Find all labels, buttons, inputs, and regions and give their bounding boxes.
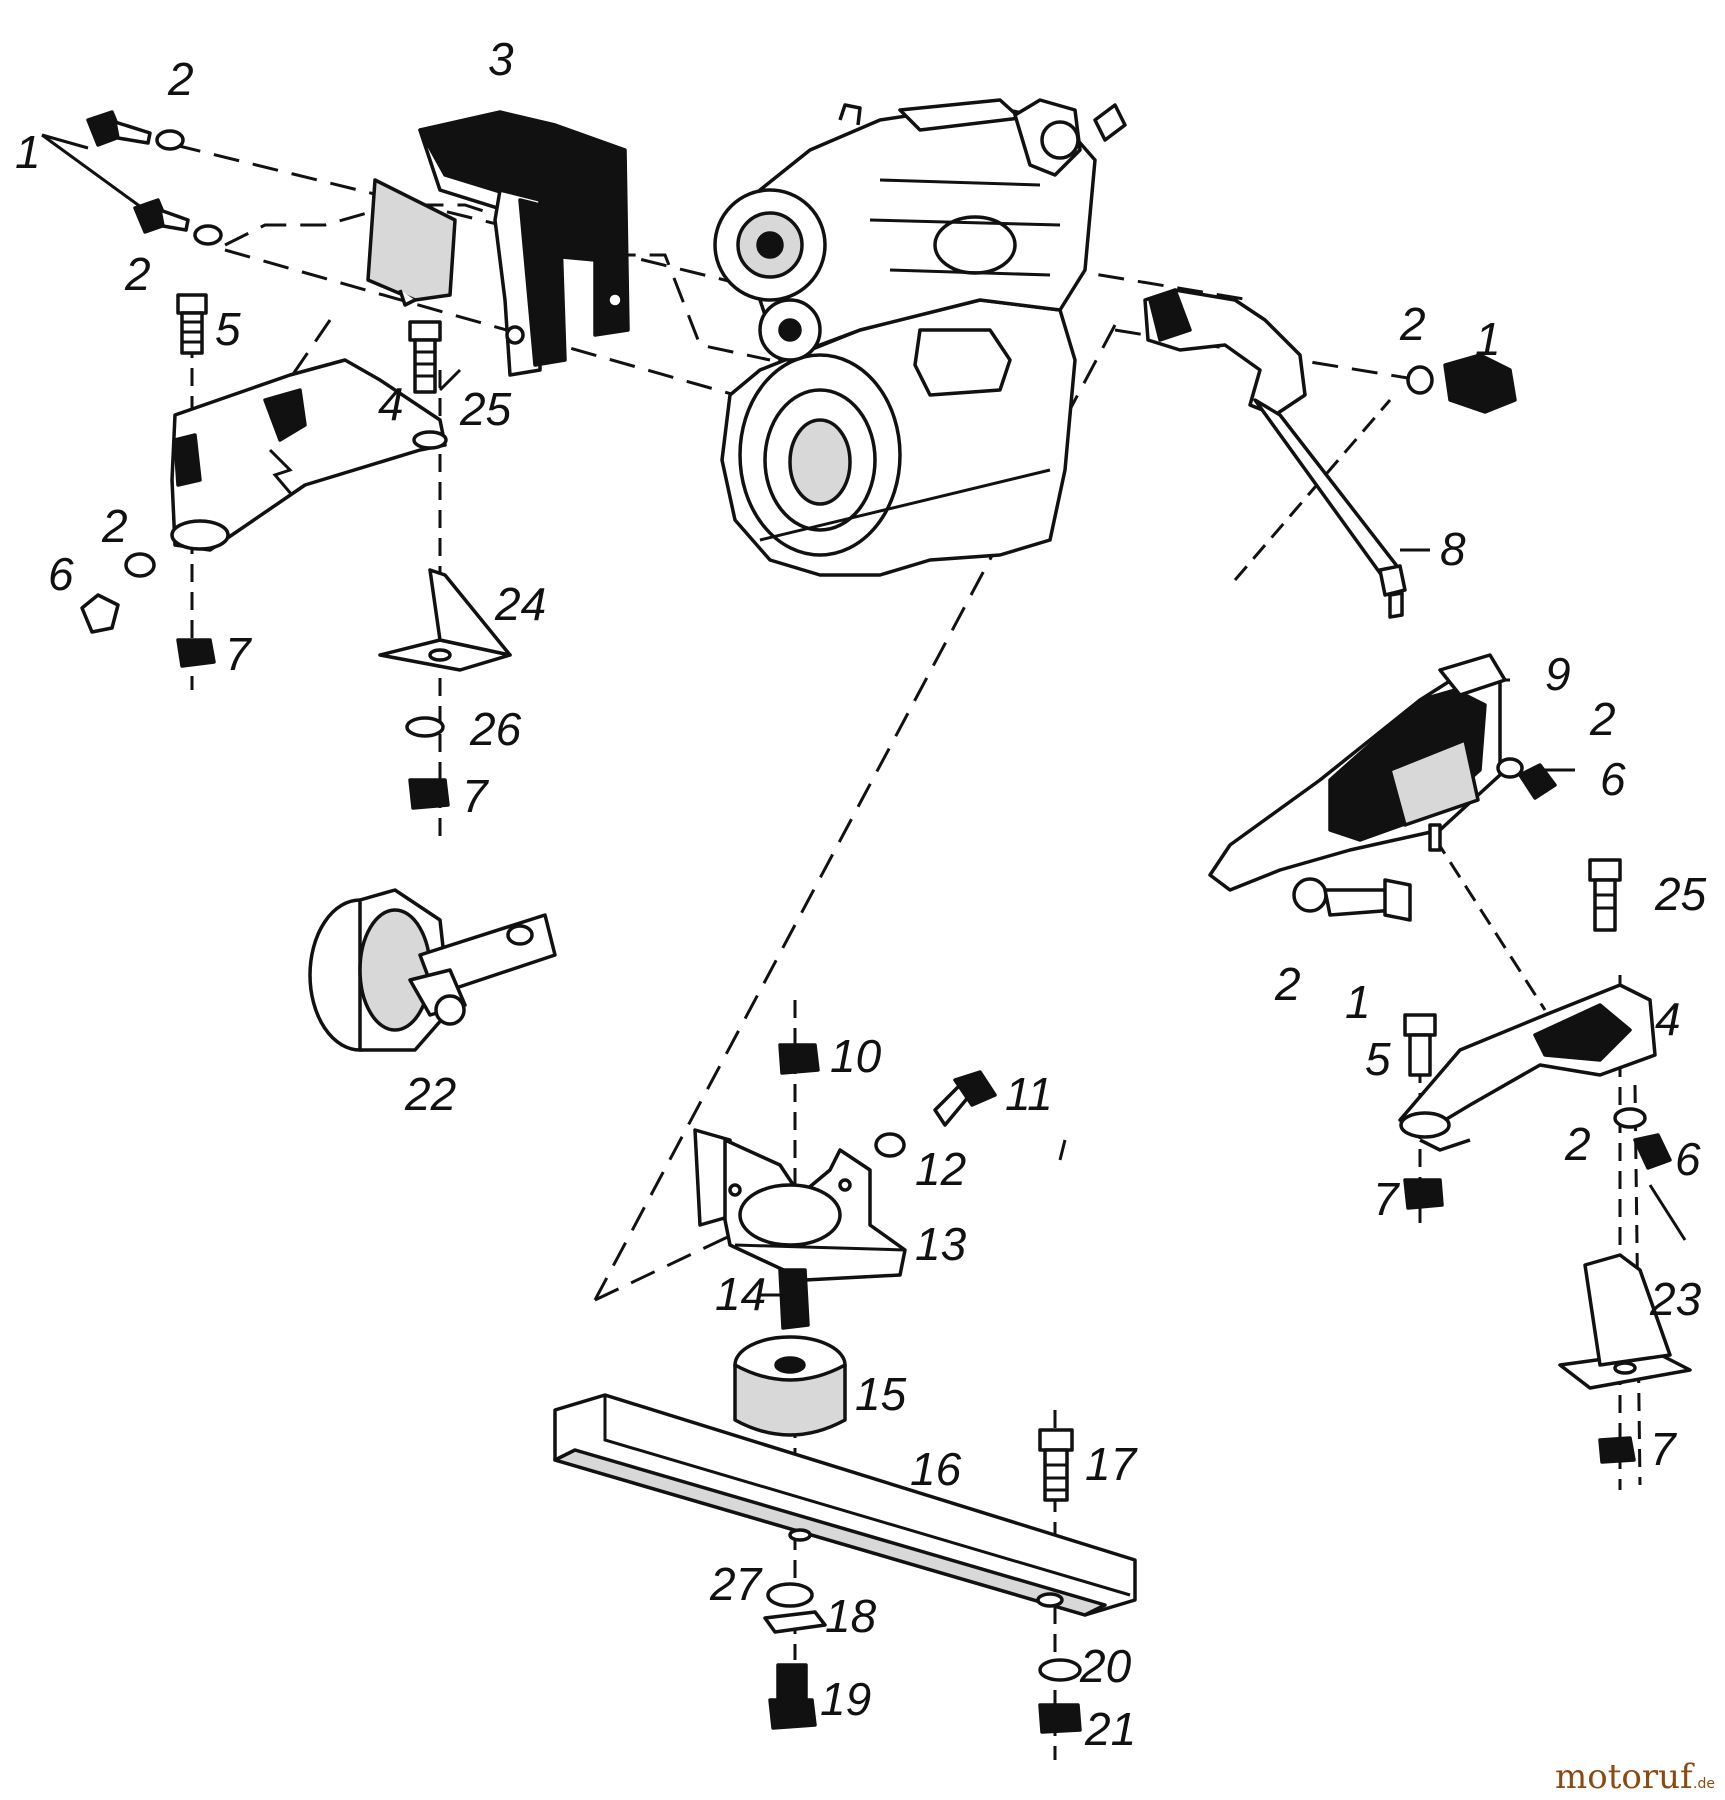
rubber-block-15-icon — [733, 1335, 847, 1437]
label-21: 21 — [1084, 1703, 1136, 1755]
front-mount-bracket-icon — [366, 110, 630, 377]
left-arm-bracket-icon — [170, 358, 448, 552]
label-22: 22 — [404, 1068, 456, 1120]
label-15: 15 — [855, 1368, 907, 1420]
label-6: 6 — [1600, 753, 1626, 805]
centre-bracket-13-icon — [693, 1128, 907, 1282]
label-7: 7 — [462, 770, 489, 822]
label-9: 9 — [1545, 648, 1571, 700]
right-mount-9-icon — [1208, 653, 1557, 922]
label-1: 1 — [1475, 313, 1501, 365]
label-26: 26 — [469, 703, 522, 755]
label-5: 5 — [215, 303, 241, 355]
label-7: 7 — [225, 628, 252, 680]
label-8: 8 — [1440, 523, 1466, 575]
label-10: 10 — [830, 1030, 882, 1082]
label-25: 25 — [459, 383, 512, 435]
label-1: 1 — [15, 126, 41, 178]
label-19: 19 — [820, 1673, 871, 1725]
label-7: 7 — [1373, 1173, 1400, 1225]
label-2: 2 — [1564, 1118, 1591, 1170]
label-18: 18 — [825, 1590, 877, 1642]
label-14: 14 — [715, 1268, 766, 1320]
watermark-logo: motoruf .de — [1555, 1757, 1715, 1797]
label-23: 23 — [1649, 1273, 1702, 1325]
engine-icon — [713, 98, 1127, 577]
label-2: 2 — [1589, 693, 1616, 745]
label-1: 1 — [1345, 976, 1371, 1028]
label-3: 3 — [488, 33, 514, 85]
foot-bracket-23-icon — [1558, 1253, 1692, 1464]
label-5: 5 — [1365, 1033, 1391, 1085]
label-2: 2 — [167, 53, 194, 105]
label-16: 16 — [910, 1443, 962, 1495]
right-arm-bracket-icon — [1398, 858, 1672, 1210]
watermark-brand: motoruf — [1555, 1757, 1695, 1797]
label-25: 25 — [1654, 868, 1707, 920]
support-bracket-24-icon — [378, 568, 512, 672]
rail-icon — [553, 1393, 1137, 1617]
nut-icon — [80, 593, 450, 810]
label-13: 13 — [915, 1218, 967, 1270]
label-17: 17 — [1085, 1438, 1138, 1490]
label-24: 24 — [494, 578, 546, 630]
rubber-buffer-22-icon — [308, 888, 557, 1052]
watermark-suffix: .de — [1693, 1776, 1715, 1792]
washer-icon — [124, 129, 445, 738]
label-12: 12 — [915, 1143, 966, 1195]
label-2: 2 — [101, 500, 128, 552]
label-11: 11 — [1005, 1068, 1053, 1120]
label-2: 2 — [1399, 298, 1426, 350]
label-6: 6 — [48, 548, 74, 600]
label-27: 27 — [709, 1558, 763, 1610]
centre-small-parts-icon — [778, 1043, 997, 1330]
label-6: 6 — [1675, 1133, 1701, 1185]
part-labels: 1 2 2 3 5 4 25 2 6 7 24 26 7 22 2 1 8 9 … — [15, 33, 1707, 1755]
label-2: 2 — [124, 248, 151, 300]
label-7: 7 — [1650, 1423, 1677, 1475]
bolt-icon — [86, 110, 442, 394]
label-4: 4 — [378, 378, 404, 430]
label-2: 2 — [1274, 958, 1301, 1010]
rear-arm-8-icon — [1143, 288, 1517, 619]
bottom-fasteners-icon — [763, 1428, 1082, 1734]
label-4: 4 — [1655, 993, 1681, 1045]
label-20: 20 — [1079, 1640, 1132, 1692]
